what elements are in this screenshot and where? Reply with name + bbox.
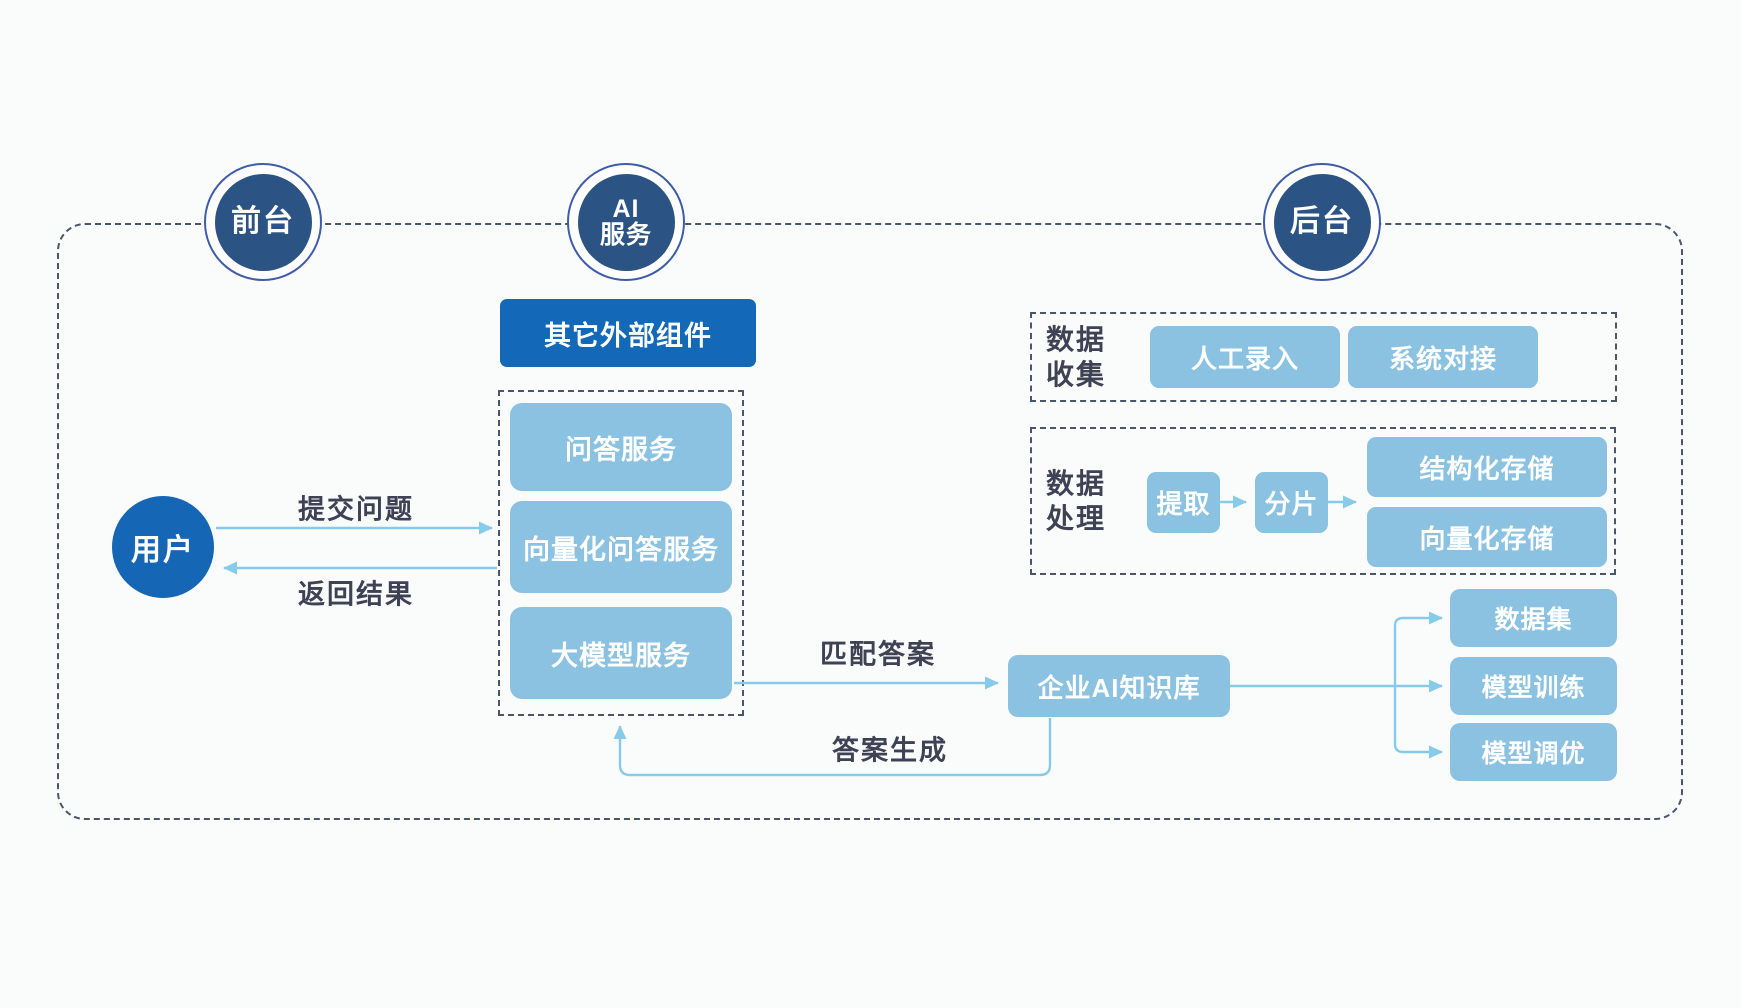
front-stage-label: 前台 — [214, 173, 312, 271]
llm-service-box: 大模型服务 — [510, 607, 732, 699]
ai-service-circle: AI 服务 — [567, 163, 685, 281]
return-result-label: 返回结果 — [298, 579, 414, 610]
knowledge-base-box: 企业AI知识库 — [1008, 655, 1230, 717]
ai-service-label-line2: 服务 — [599, 221, 652, 249]
ai-service-label: AI 服务 — [577, 173, 675, 271]
match-answer-label: 匹配答案 — [820, 639, 936, 670]
answer-generation-label: 答案生成 — [832, 735, 948, 766]
data-collection-group — [1030, 312, 1617, 402]
outer-boundary — [57, 223, 1683, 820]
manual-entry-box: 人工录入 — [1150, 326, 1340, 388]
system-integration-box: 系统对接 — [1348, 326, 1538, 388]
external-components-box: 其它外部组件 — [500, 299, 756, 367]
vector-storage-box: 向量化存储 — [1367, 507, 1607, 567]
front-stage-circle: 前台 — [204, 163, 322, 281]
back-stage-label: 后台 — [1273, 173, 1371, 271]
data-collection-title-line2: 收集 — [1046, 359, 1107, 390]
dataset-box: 数据集 — [1450, 589, 1617, 647]
vector-qa-service-box: 向量化问答服务 — [510, 501, 732, 593]
structured-storage-box: 结构化存储 — [1367, 437, 1607, 497]
data-processing-title: 数据 处理 — [1046, 466, 1106, 536]
qa-service-box: 问答服务 — [510, 403, 732, 491]
data-collection-title: 数据 收集 — [1046, 322, 1106, 392]
model-training-box: 模型训练 — [1450, 657, 1617, 715]
data-collection-title-line1: 数据 — [1046, 324, 1107, 355]
data-processing-title-line2: 处理 — [1046, 503, 1107, 534]
extract-box: 提取 — [1147, 472, 1220, 533]
ai-services-group — [498, 390, 744, 716]
data-processing-title-line1: 数据 — [1046, 468, 1107, 499]
user-node: 用户 — [112, 496, 214, 598]
back-stage-circle: 后台 — [1263, 163, 1381, 281]
data-processing-group — [1030, 427, 1616, 575]
ai-service-label-line1: AI — [612, 194, 640, 223]
submit-question-label: 提交问题 — [298, 494, 414, 525]
shard-box: 分片 — [1255, 472, 1328, 533]
model-tuning-box: 模型调优 — [1450, 723, 1617, 781]
